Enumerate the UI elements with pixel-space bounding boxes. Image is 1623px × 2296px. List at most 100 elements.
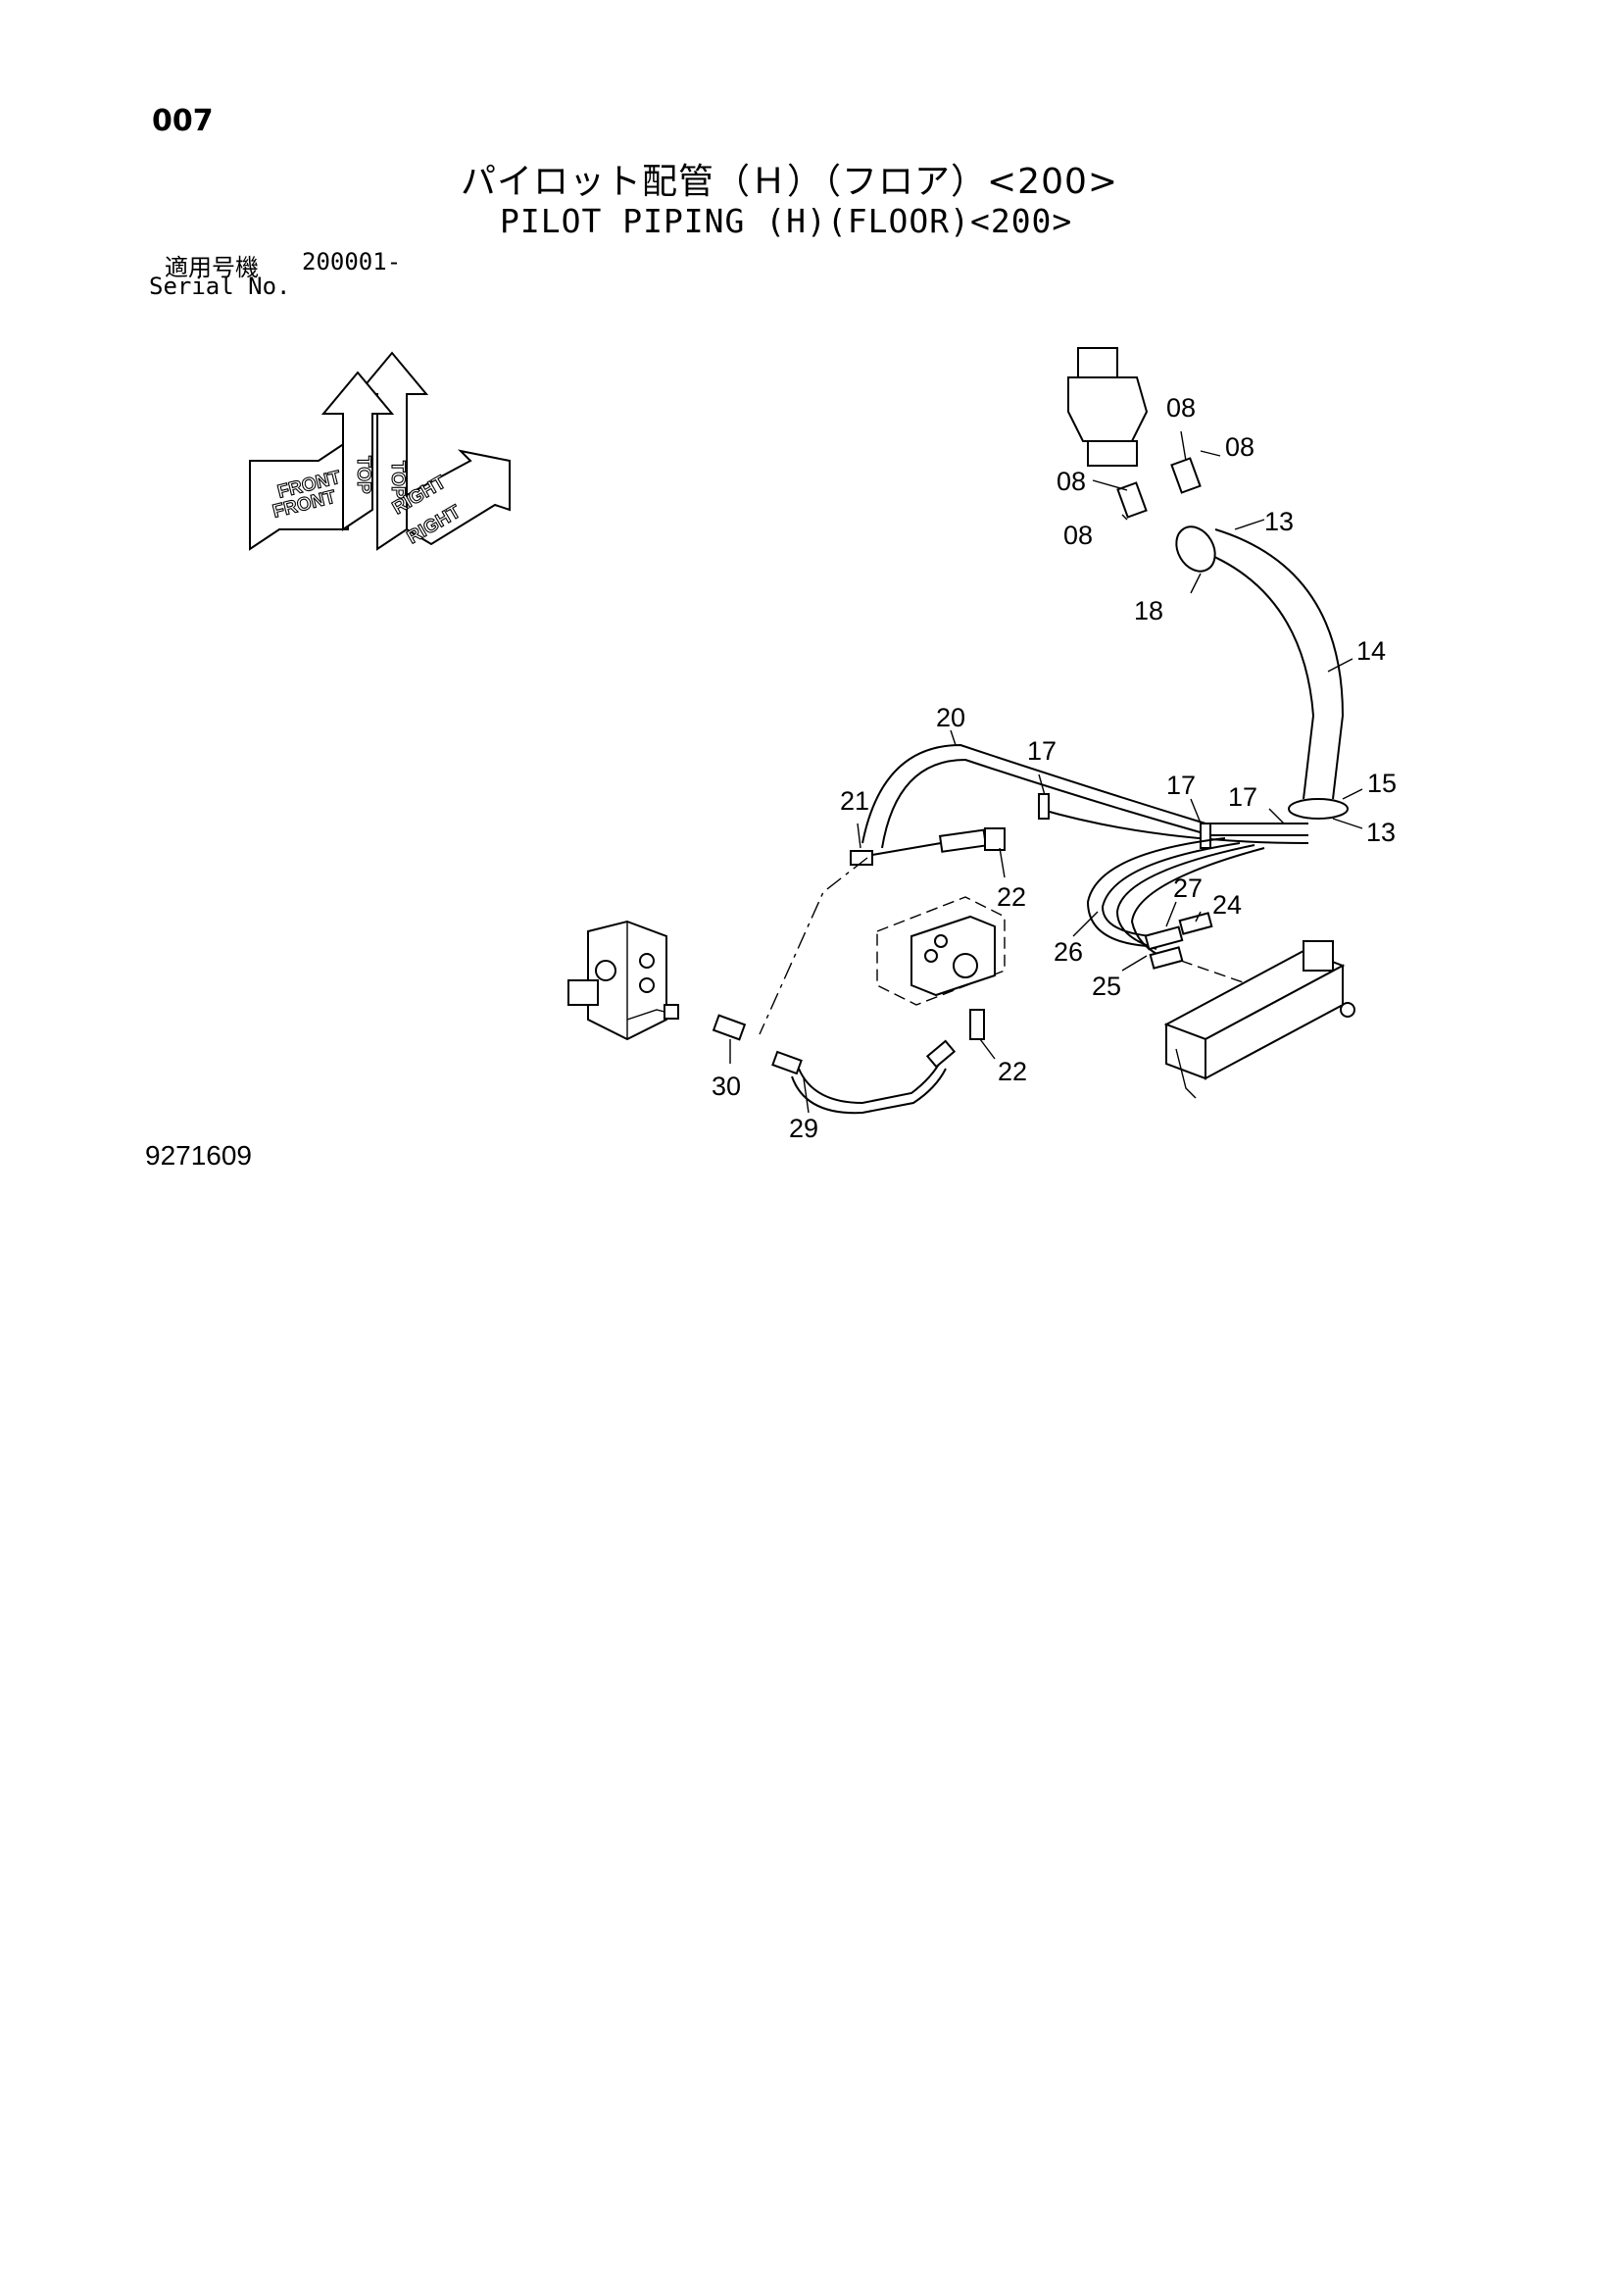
- callout-21: 21: [840, 786, 869, 816]
- page-title-english: PILOT PIPING (H)(FLOOR)<200>: [500, 202, 1073, 240]
- block-left-port-b: [639, 953, 655, 969]
- leader-08b: [1180, 430, 1187, 462]
- pilot-block-left: [567, 857, 868, 1041]
- hose-26: [1115, 844, 1255, 950]
- hose-14: [1175, 519, 1363, 829]
- leader-08a: [1092, 479, 1128, 491]
- callout-08-c: 08: [1057, 467, 1086, 496]
- orientation-indicator: FRONT FRONT TOP TOP RIGHT RIGHT: [249, 351, 511, 551]
- leader-26: [1072, 911, 1099, 937]
- callout-18: 18: [1134, 596, 1163, 625]
- pilot-valve-cap: [1077, 347, 1118, 378]
- serial-label-japanese: 適用号機: [165, 254, 259, 281]
- callout-27: 27: [1173, 873, 1203, 903]
- leader-25: [1121, 955, 1148, 972]
- hose-20-c: [1038, 808, 1309, 844]
- fitting-08-b: [1170, 457, 1202, 494]
- orientation-top-label: TOP: [387, 461, 408, 499]
- callout-15: 15: [1367, 769, 1397, 798]
- serial-range: 200001-: [302, 248, 402, 275]
- page-title-japanese: パイロット配管（Ｈ）（フロア）<200>: [461, 162, 1119, 202]
- leader-13a: [1234, 519, 1265, 530]
- callout-14: 14: [1356, 636, 1386, 666]
- hose-20-a: [861, 743, 1308, 844]
- hose-bundle-20: [861, 729, 1309, 849]
- leader-20: [950, 729, 957, 746]
- middle-valve-outline: [876, 896, 1006, 1006]
- leader-18: [1190, 573, 1202, 594]
- callout-13-b: 13: [1366, 818, 1396, 847]
- leader-22b: [979, 1038, 996, 1060]
- orientation-top-label-shadow: TOP: [353, 456, 373, 494]
- fitting-30: [712, 1014, 747, 1041]
- callout-08-d: 08: [1063, 521, 1093, 550]
- callout-30: 30: [712, 1072, 741, 1101]
- pilot-valve-body: [1067, 376, 1149, 442]
- hose-27: [1086, 837, 1226, 947]
- elbow-22-bottom: [969, 1009, 985, 1040]
- callout-08-a: 08: [1166, 393, 1196, 423]
- middle-valve-hole-a: [924, 949, 938, 963]
- hose-29-outer: [798, 1060, 942, 1105]
- callout-26: 26: [1054, 937, 1083, 967]
- hose-14-inner: [1214, 528, 1345, 800]
- fitting-27: [1144, 925, 1184, 951]
- hose-24: [1101, 842, 1241, 937]
- fitting-08-a: [1116, 481, 1148, 519]
- dashed-21-to-30: [759, 857, 868, 1035]
- callout-13-a: 13: [1264, 507, 1294, 536]
- callout-17-b: 17: [1166, 771, 1196, 800]
- leader-13b: [1332, 818, 1363, 829]
- hose-29-assembly: [712, 1009, 996, 1115]
- front-arrow-shape: [249, 439, 349, 551]
- leader-14: [1327, 658, 1353, 673]
- elbow-22-top: [984, 827, 1006, 851]
- hose-29-end-left: [771, 1050, 803, 1075]
- callout-17-c: 17: [1228, 782, 1257, 812]
- block-left-port-c: [639, 977, 655, 993]
- right-arrow-shape: [406, 449, 511, 546]
- middle-valve-body: [910, 915, 996, 997]
- middle-valve-port: [953, 953, 978, 978]
- block-left-port-a: [595, 960, 616, 981]
- leader-21: [857, 823, 861, 849]
- middle-valve: [876, 896, 1006, 1006]
- block-left-nipple: [664, 1004, 679, 1020]
- band-17b: [1200, 823, 1211, 849]
- top-arrow-back: [320, 371, 395, 531]
- pilot-valve: [1067, 347, 1149, 467]
- callout-22-b: 22: [998, 1057, 1027, 1086]
- fitting-22-top: [938, 828, 987, 853]
- callout-20: 20: [936, 703, 965, 732]
- valve-plug: [1340, 1002, 1355, 1018]
- leader-15: [1342, 788, 1363, 800]
- valve-bracket: [1175, 1048, 1197, 1099]
- leader-24: [1195, 911, 1202, 923]
- block-left-stem: [567, 979, 599, 1006]
- leader-08c: [1200, 450, 1221, 457]
- valve-port: [1303, 940, 1334, 972]
- leader-08d: [1121, 514, 1128, 521]
- leader-17c: [1268, 808, 1285, 824]
- control-valve: [1163, 940, 1355, 1099]
- drawing-number: 9271609: [145, 1140, 253, 1171]
- callout-25: 25: [1092, 972, 1121, 1001]
- callout-08-b: 08: [1225, 432, 1254, 462]
- hose-20-b: [881, 758, 1308, 849]
- callout-17-a: 17: [1027, 736, 1057, 766]
- hose-21-assembly: [850, 823, 1006, 878]
- callout-24: 24: [1212, 890, 1242, 920]
- hose-25: [1130, 847, 1265, 960]
- leader-22a: [999, 847, 1006, 878]
- hose-14-outer: [1195, 548, 1315, 800]
- pilot-valve-base: [1087, 440, 1138, 467]
- fitting-21: [850, 850, 873, 866]
- clamp-13-bottom: [1288, 798, 1349, 820]
- clamp-13-top: [1175, 525, 1216, 573]
- middle-valve-hole-b: [934, 934, 948, 948]
- fitting-26: [1149, 946, 1184, 970]
- serial-label-english: Serial No.: [149, 273, 291, 300]
- fitting-24: [1178, 912, 1213, 935]
- hose-21: [871, 842, 942, 856]
- hose-29-inner: [791, 1068, 947, 1115]
